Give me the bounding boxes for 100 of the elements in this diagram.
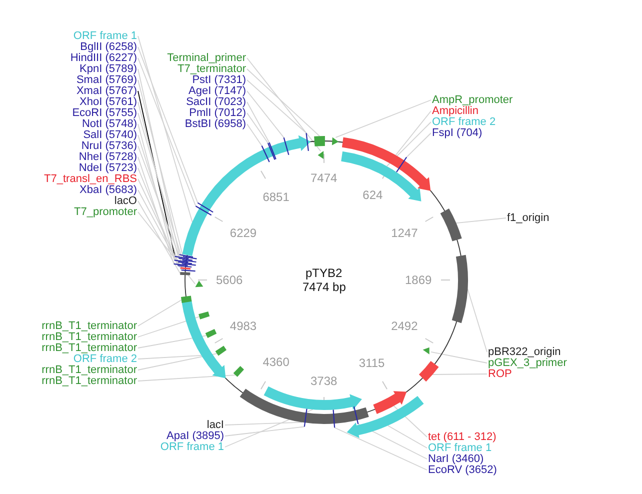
leader-line — [138, 90, 176, 257]
feature-label: pBR322_origin — [488, 346, 561, 358]
leader-line — [224, 422, 302, 426]
leader-line — [138, 134, 179, 262]
feature-label: rrnB_T1_terminator — [42, 364, 137, 376]
feature-label: Terminal_primer — [167, 52, 246, 64]
feature-label: lacI — [206, 420, 224, 430]
cut-site-label: NarI (3460) — [428, 454, 484, 464]
triangle-icon — [422, 347, 430, 354]
cut-site-label: NheI (5728) — [78, 152, 137, 162]
feature-bar — [180, 267, 191, 270]
feature-label: Ampicillin — [432, 106, 478, 116]
leader-line — [138, 300, 182, 326]
leader-line — [138, 190, 182, 271]
feature-label: pGEX_3_primer — [488, 358, 567, 368]
scale-number: 3738 — [310, 375, 338, 388]
feature-bar — [240, 388, 369, 424]
leader-line — [246, 80, 307, 134]
leader-line — [246, 58, 322, 152]
leader-line — [138, 156, 174, 264]
feature-bar — [181, 296, 192, 303]
scale-number: 2492 — [391, 320, 418, 334]
feature-arc — [342, 137, 431, 191]
feature-bar — [205, 329, 217, 338]
cut-site-tick — [174, 260, 188, 263]
scale-number: 4983 — [230, 320, 257, 334]
cut-site-label: NruI (5736) — [81, 140, 137, 152]
cut-site-tick — [181, 270, 196, 272]
leader-line — [138, 374, 236, 382]
feature-bar — [440, 208, 462, 242]
feature-bar — [233, 366, 244, 377]
feature-arc — [341, 151, 422, 202]
feature-arc — [182, 135, 311, 256]
cut-site-label: EcoRV (3652) — [428, 464, 497, 476]
cut-site-label: XhoI (5761) — [80, 96, 137, 108]
cut-site-tick — [179, 254, 194, 258]
feature-arc — [346, 396, 424, 438]
leader-line — [334, 427, 428, 470]
cut-site-label: SmaI (5769) — [76, 74, 137, 86]
feature-label: AmpR_promoter — [432, 94, 513, 106]
cut-site-tick — [304, 408, 308, 427]
feature-bar — [452, 254, 468, 324]
leader-line — [138, 354, 202, 360]
scale-number: 1247 — [391, 226, 418, 240]
scale-number: 624 — [362, 189, 383, 202]
feature-label: T7_terminator — [178, 64, 246, 74]
cut-site-label: HindIII (6227) — [70, 52, 137, 64]
scale-number: 5606 — [216, 274, 243, 286]
cut-site-label: PstI (7331) — [192, 74, 246, 86]
leader-line — [246, 90, 284, 138]
leader-line — [406, 132, 432, 158]
leader-line — [430, 352, 488, 364]
feature-label: T7_transl_en_RBS — [44, 174, 137, 184]
feature-label: ORF frame 2 — [432, 116, 496, 128]
cut-site-label: KpnI (5789) — [80, 64, 137, 74]
leader-line — [246, 112, 268, 144]
leader-line — [387, 425, 428, 448]
feature-label: ORF frame 1 — [428, 442, 492, 454]
scale-number: 6229 — [230, 226, 257, 240]
feature-bar — [180, 272, 190, 276]
cut-site-label: BstBI (6958) — [184, 118, 246, 130]
leader-line — [432, 374, 488, 375]
cut-site-tick — [182, 256, 197, 260]
leader-line — [138, 124, 175, 261]
feature-label: ORF frame 2 — [73, 354, 137, 364]
feature-label: lacO — [114, 196, 137, 206]
leader-line — [456, 218, 506, 224]
cut-site-label: BglII (6258) — [80, 42, 137, 52]
feature-label: rrnB_T1_terminator — [42, 342, 137, 354]
cut-site-label: PmlI (7012) — [189, 108, 246, 118]
cut-site-tick — [332, 410, 336, 428]
cut-site-label: NdeI (5723) — [78, 162, 137, 174]
feature-arc — [182, 300, 226, 378]
leader-line — [246, 68, 320, 137]
leader-line — [138, 200, 181, 274]
cut-site-label: ApaI (3895) — [166, 430, 224, 442]
feature-label: tet (611 - 312) — [428, 432, 496, 442]
feature-label: T7_promoter — [74, 206, 137, 218]
scale-number: 3115 — [358, 356, 385, 370]
plasmid-name: pTYB2 — [306, 266, 342, 280]
feature-arc — [264, 386, 362, 410]
feature-arc — [373, 391, 407, 414]
cut-site-label: EcoRI (5755) — [72, 108, 137, 118]
scale-number: 1869 — [405, 274, 432, 286]
plasmid-length: 7474 bp — [302, 280, 346, 294]
feature-label: rrnB_T1_terminator — [42, 320, 137, 332]
scale-number: 7474 — [310, 172, 338, 185]
feature-label: ROP — [488, 368, 512, 380]
leader-line — [224, 426, 305, 436]
leader-line — [138, 36, 193, 222]
leader-line — [138, 146, 182, 264]
cut-site-label: NotI (5748) — [82, 118, 137, 130]
feature-label: rrnB_T1_terminator — [42, 332, 137, 342]
leader-line — [335, 100, 432, 138]
leader-line — [246, 102, 270, 143]
leader-line — [467, 288, 488, 352]
feature-label: ORF frame 1 — [160, 442, 224, 452]
triangle-icon — [318, 151, 324, 159]
cut-site-tick — [174, 256, 189, 260]
leader-line — [395, 110, 432, 156]
